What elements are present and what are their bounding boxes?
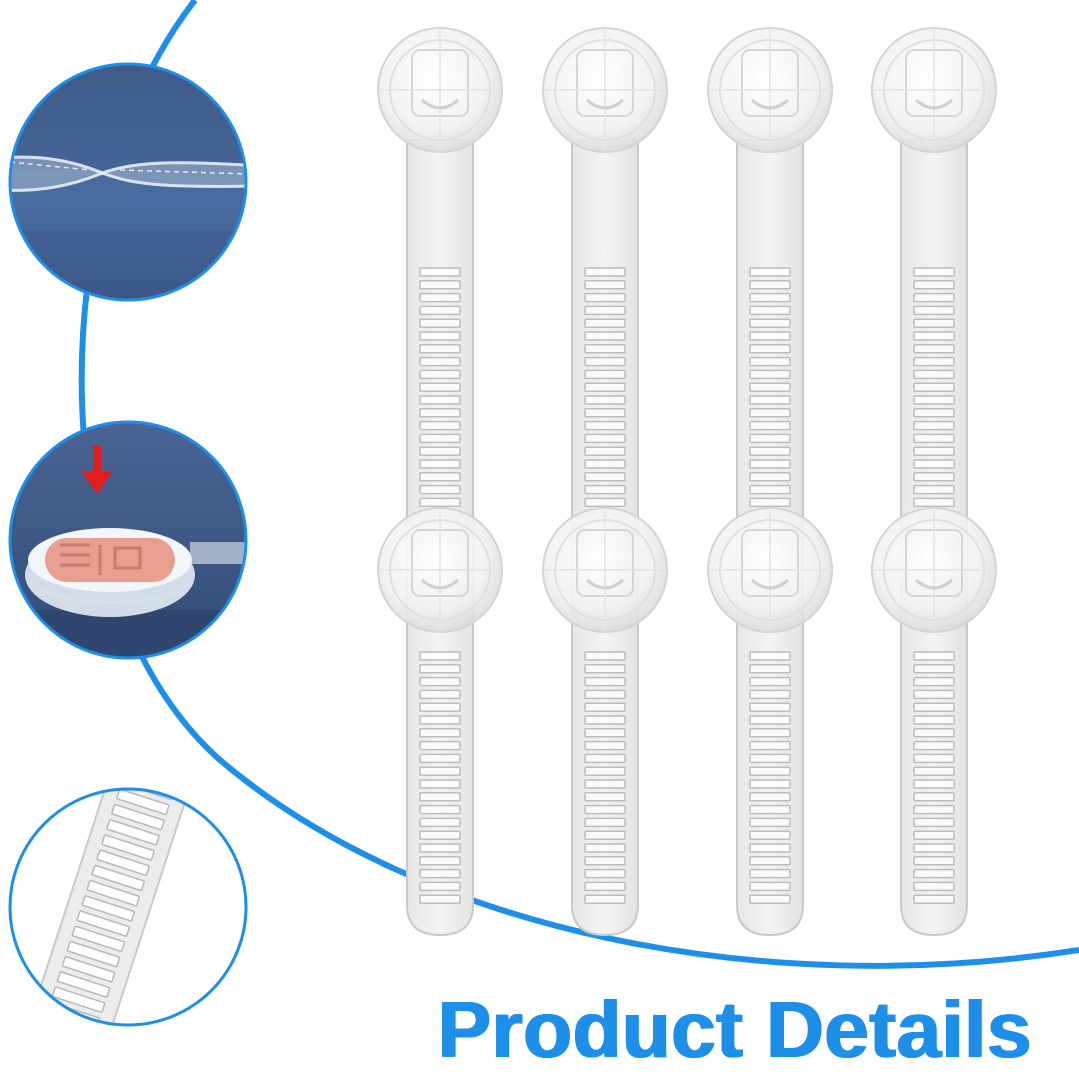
middle-knob	[377, 507, 503, 633]
detail-circle-adhesive-pad	[8, 420, 248, 660]
strap-1	[377, 27, 503, 937]
strap-2	[542, 27, 668, 937]
strap-3	[707, 27, 833, 937]
detail-circle-twisted-band	[8, 62, 248, 302]
top-knob	[871, 27, 997, 153]
middle-knob	[871, 507, 997, 633]
strap-group	[377, 27, 997, 937]
top-knob	[707, 27, 833, 153]
strap-4	[871, 27, 997, 937]
middle-knob	[707, 507, 833, 633]
top-knob	[542, 27, 668, 153]
page-title: Product Details	[436, 985, 1031, 1074]
red-down-arrow-icon	[82, 446, 112, 494]
top-knob	[377, 27, 503, 153]
middle-knob	[542, 507, 668, 633]
